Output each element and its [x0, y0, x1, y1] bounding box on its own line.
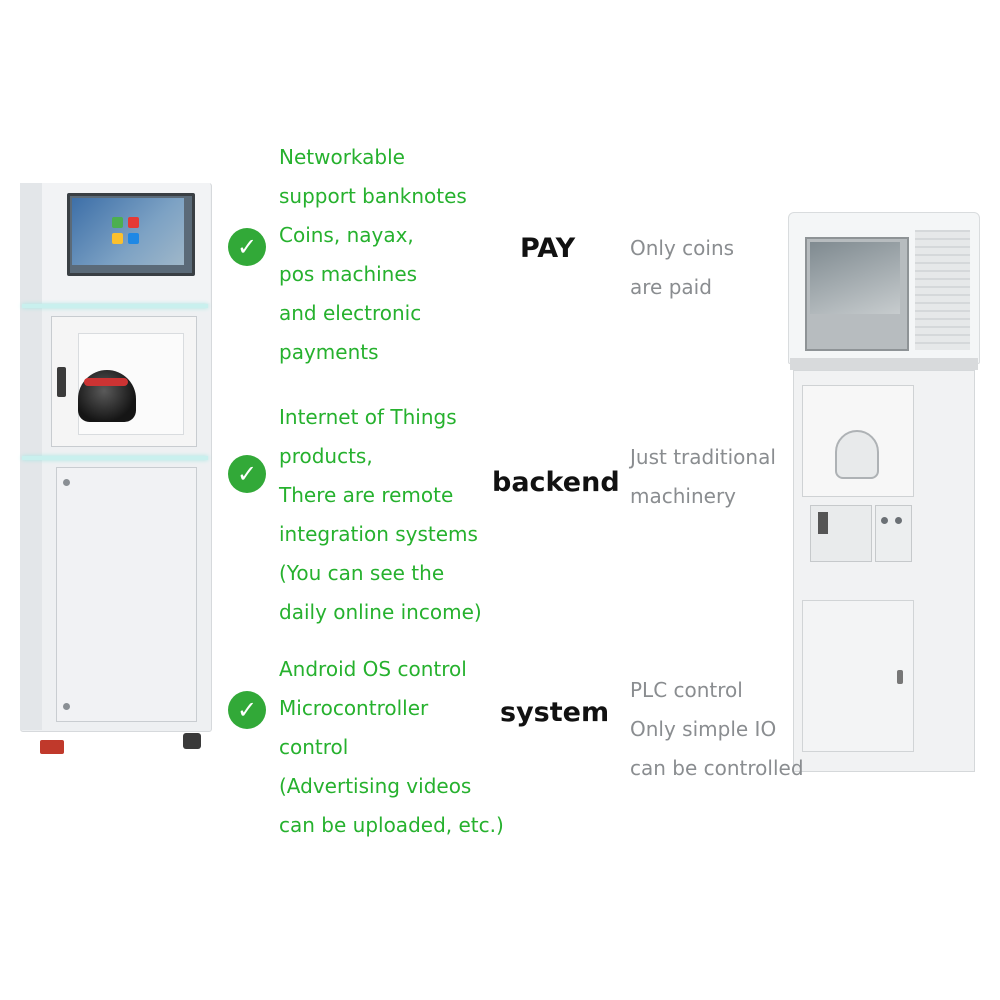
- text-line: control: [279, 735, 349, 759]
- feature-label: system: [500, 697, 610, 728]
- lock-icon: [897, 670, 903, 684]
- traditional-vending-machine-image: [780, 205, 990, 780]
- text-line: integration systems: [279, 522, 478, 546]
- text-line: machinery: [630, 484, 737, 508]
- display-panel-image: [810, 242, 900, 314]
- check-circle-icon: ✓: [228, 691, 266, 729]
- text-line: (Advertising videos: [279, 774, 472, 798]
- feature-label: backend: [492, 467, 620, 498]
- helmet-product: [835, 430, 879, 479]
- coin-slot: [818, 512, 828, 534]
- text-line: support banknotes: [279, 184, 467, 208]
- text-line: payments: [279, 340, 379, 364]
- text-line: (You can see the: [279, 561, 445, 585]
- text-line: Coins, nayax,: [279, 223, 414, 247]
- screen-display: [72, 198, 184, 265]
- wheel: [183, 733, 201, 749]
- app-icon: [112, 217, 123, 228]
- wheel-brake: [40, 740, 64, 754]
- button-dot: [881, 517, 888, 524]
- light-strip-bottom: [22, 456, 208, 460]
- app-icon: [128, 233, 139, 244]
- text-line: are paid: [630, 275, 712, 299]
- app-icon: [128, 217, 139, 228]
- smart-feature-text: Networkable support banknotes Coins, nay…: [279, 138, 467, 372]
- printed-side-panel: [915, 230, 970, 350]
- lock-icon: [63, 479, 70, 486]
- text-line: Only simple IO: [630, 717, 777, 741]
- text-line: Only coins: [630, 236, 735, 260]
- text-line: can be uploaded, etc.): [279, 813, 504, 837]
- app-icon: [112, 233, 123, 244]
- traditional-feature-text: Just traditional machinery: [630, 438, 776, 516]
- check-circle-icon: ✓: [228, 455, 266, 493]
- text-line: Microcontroller: [279, 696, 429, 720]
- button-panel: [875, 505, 912, 562]
- text-line: Networkable: [279, 145, 405, 169]
- text-line: can be controlled: [630, 756, 804, 780]
- text-line: pos machines: [279, 262, 418, 286]
- text-line: Android OS control: [279, 657, 467, 681]
- smart-feature-text: Android OS control Microcontroller contr…: [279, 650, 504, 845]
- smart-feature-text: Internet of Things products, There are r…: [279, 398, 482, 632]
- text-line: PLC control: [630, 678, 743, 702]
- lock-icon: [63, 703, 70, 710]
- machine-band: [790, 358, 978, 370]
- cabinet-door: [56, 467, 197, 722]
- text-line: Just traditional: [630, 445, 776, 469]
- light-strip-top: [22, 304, 208, 308]
- text-line: There are remote: [279, 483, 454, 507]
- lower-door: [802, 600, 914, 752]
- smart-vending-machine-image: [0, 0, 230, 760]
- button-dot: [895, 517, 902, 524]
- check-circle-icon: ✓: [228, 228, 266, 266]
- traditional-feature-text: Only coins are paid: [630, 229, 734, 307]
- text-line: and electronic: [279, 301, 422, 325]
- helmet-stripe: [84, 378, 128, 386]
- window-handle: [57, 367, 66, 397]
- traditional-feature-text: PLC control Only simple IO can be contro…: [630, 671, 804, 788]
- text-line: daily online income): [279, 600, 482, 624]
- text-line: products,: [279, 444, 373, 468]
- text-line: Internet of Things: [279, 405, 457, 429]
- feature-label: PAY: [520, 233, 576, 264]
